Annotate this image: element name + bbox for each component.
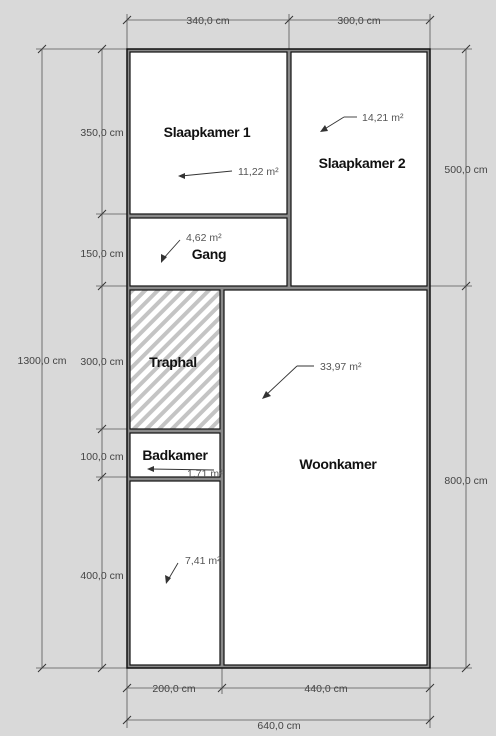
label-traphal: Traphal	[149, 354, 197, 370]
area-value-gang: 4,62 m²	[186, 232, 222, 244]
room-woonkamer[interactable]	[223, 289, 428, 666]
dimension-left-total: 1300,0 cm	[17, 44, 128, 673]
area-value-slaapkamer-2: 14,21 m²	[362, 112, 404, 124]
dim-top-2: 300,0 cm	[337, 15, 380, 27]
dim-top-1: 340,0 cm	[186, 15, 229, 27]
area-value-badkamer: 1,71 m²	[187, 468, 223, 480]
room-berging[interactable]	[129, 480, 221, 666]
label-woonkamer: Woonkamer	[299, 456, 377, 472]
label-badkamer: Badkamer	[142, 447, 208, 463]
dim-left-2: 150,0 cm	[80, 248, 123, 260]
room-slaapkamer-1[interactable]	[129, 51, 288, 215]
area-value-slaapkamer-1: 11,22 m²	[238, 166, 279, 178]
label-slaapkamer-2: Slaapkamer 2	[319, 155, 406, 171]
label-slaapkamer-1: Slaapkamer 1	[164, 124, 251, 140]
dimension-left-segments: 350,0 cm 150,0 cm 300,0 cm 100,0 cm 400,…	[80, 44, 128, 673]
dim-bottom-2: 440,0 cm	[304, 683, 347, 695]
room-slaapkamer-2[interactable]	[290, 51, 428, 287]
room-gang[interactable]	[129, 217, 288, 287]
dim-bottom-1: 200,0 cm	[152, 683, 195, 695]
label-gang: Gang	[192, 246, 227, 262]
dimension-right: 500,0 cm 800,0 cm	[430, 44, 488, 673]
dimension-top: 340,0 cm 300,0 cm	[122, 14, 435, 50]
dim-right-1: 500,0 cm	[444, 164, 487, 176]
area-slaapkamer-2: 14,21 m²	[320, 112, 404, 132]
dimension-bottom-segments: 200,0 cm 440,0 cm	[122, 668, 435, 728]
area-value-berging: 7,41 m²	[185, 555, 221, 567]
area-slaapkamer-1: 11,22 m²	[178, 166, 279, 179]
dim-left-5: 400,0 cm	[80, 570, 123, 582]
dim-left-1: 350,0 cm	[80, 127, 123, 139]
dim-left-total: 1300,0 cm	[17, 355, 66, 367]
room-traphal[interactable]	[129, 289, 221, 430]
area-gang: 4,62 m²	[161, 232, 222, 263]
dim-left-3: 300,0 cm	[80, 356, 123, 368]
area-badkamer: 1,71 m²	[147, 466, 223, 480]
area-woonkamer: 33,97 m²	[262, 361, 362, 399]
dimension-bottom-total: 640,0 cm	[122, 715, 435, 732]
dim-bottom-total: 640,0 cm	[257, 720, 300, 732]
area-value-woonkamer: 33,97 m²	[320, 361, 362, 373]
dim-left-4: 100,0 cm	[80, 451, 123, 463]
dim-right-2: 800,0 cm	[444, 475, 487, 487]
area-berging: 7,41 m²	[165, 555, 221, 584]
